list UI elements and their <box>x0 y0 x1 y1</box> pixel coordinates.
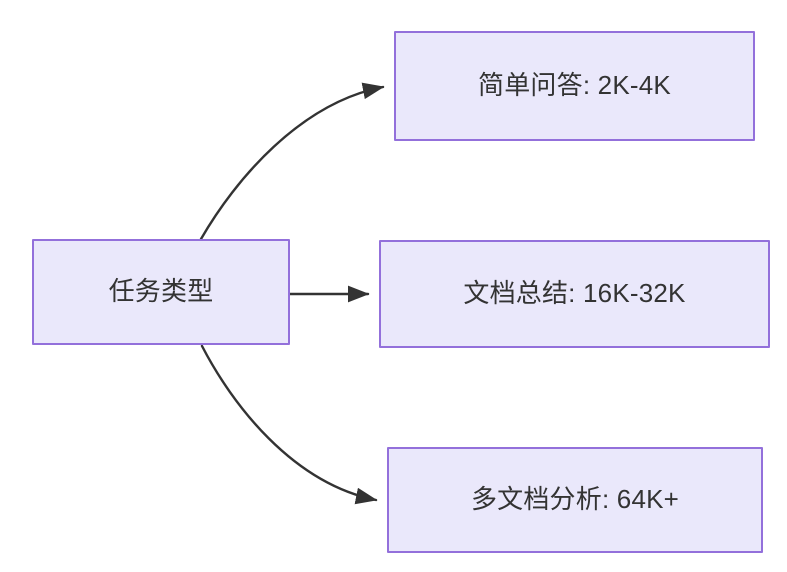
node-multi-doc-analysis-label: 多文档分析: 64K+ <box>470 484 680 515</box>
edge-task-type-to-multi-doc-analysis <box>200 344 378 505</box>
node-task-type[interactable]: 任务类型 <box>32 239 290 345</box>
edge-task-type-to-simple-qa <box>199 82 385 241</box>
node-doc-summary[interactable]: 文档总结: 16K-32K <box>379 240 770 348</box>
node-multi-doc-analysis[interactable]: 多文档分析: 64K+ <box>387 447 763 553</box>
node-doc-summary-label: 文档总结: 16K-32K <box>463 278 686 309</box>
node-simple-qa-label: 简单问答: 2K-4K <box>478 70 671 101</box>
node-task-type-label: 任务类型 <box>108 276 214 307</box>
node-simple-qa[interactable]: 简单问答: 2K-4K <box>394 31 755 141</box>
